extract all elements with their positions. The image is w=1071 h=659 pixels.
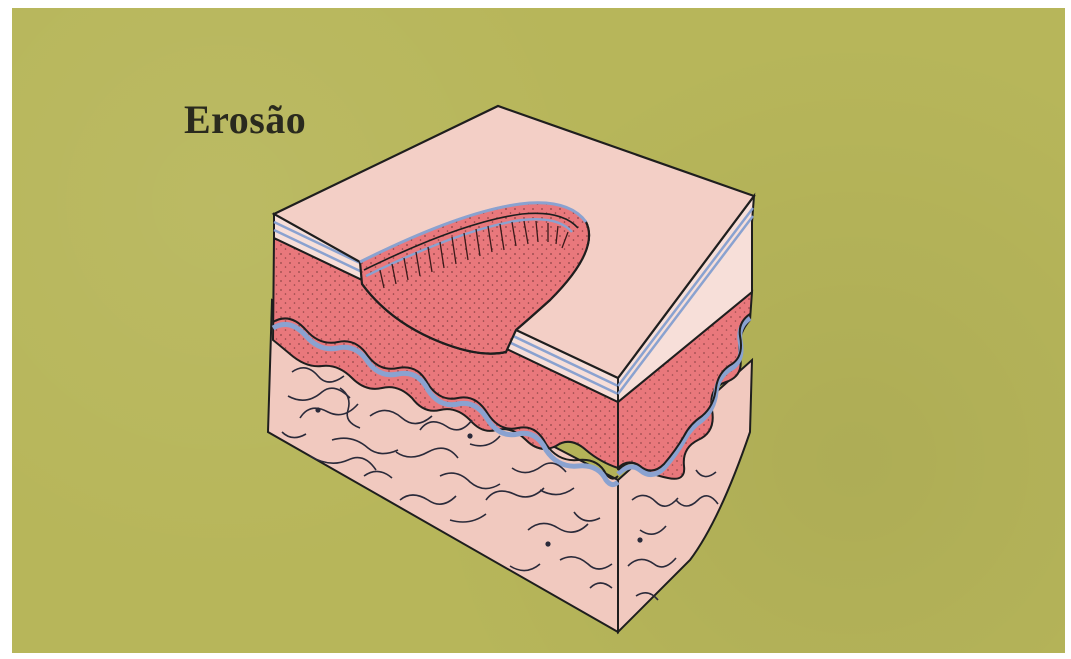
skin-erosion-diagram (0, 0, 1071, 659)
